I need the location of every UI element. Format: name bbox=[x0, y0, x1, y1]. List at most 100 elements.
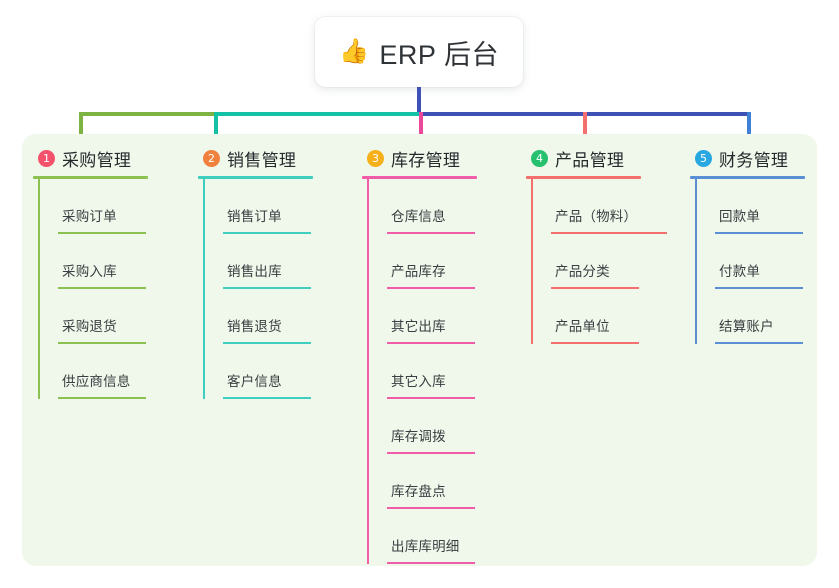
branch-item-underline bbox=[223, 287, 311, 289]
branch-item-label: 销售出库 bbox=[227, 264, 282, 279]
branch-title-2: 销售管理 bbox=[227, 150, 297, 170]
branch-items-5: 回款单付款单结算账户 bbox=[695, 179, 839, 344]
branch-item-underline bbox=[387, 232, 475, 234]
connector-bar-mid bbox=[214, 112, 419, 116]
branch-item[interactable]: 供应商信息 bbox=[58, 344, 198, 399]
branch-item-label: 采购退货 bbox=[62, 319, 117, 334]
branch-items-2: 销售订单销售出库销售退货客户信息 bbox=[203, 179, 363, 399]
branch-item-label: 产品分类 bbox=[555, 264, 610, 279]
branch-item[interactable]: 付款单 bbox=[715, 234, 839, 289]
branch-badge-4: 4 bbox=[531, 149, 548, 167]
branch-underline-3 bbox=[362, 176, 477, 179]
branch-item-label: 库存盘点 bbox=[391, 484, 446, 499]
branch-underline-5 bbox=[690, 176, 805, 179]
branch-item-underline bbox=[715, 287, 803, 289]
branch-item[interactable]: 产品分类 bbox=[551, 234, 691, 289]
branch-spine-1 bbox=[38, 179, 40, 399]
connector-drop-5 bbox=[747, 112, 751, 138]
branch-item-underline bbox=[387, 342, 475, 344]
branch-item-label: 采购订单 bbox=[62, 209, 117, 224]
branch-column-5: 5 财务管理回款单付款单结算账户 bbox=[690, 145, 839, 344]
branch-item-underline bbox=[551, 287, 639, 289]
branch-item-label: 库存调拨 bbox=[391, 429, 446, 444]
branch-item[interactable]: 仓库信息 bbox=[387, 179, 527, 234]
branch-column-1: 1 采购管理采购订单采购入库采购退货供应商信息 bbox=[33, 145, 198, 399]
branch-item-label: 客户信息 bbox=[227, 374, 282, 389]
branch-item-underline bbox=[387, 397, 475, 399]
branch-item-label: 销售退货 bbox=[227, 319, 282, 334]
branch-item-underline bbox=[551, 342, 639, 344]
branch-item-underline bbox=[58, 342, 146, 344]
branch-item-underline bbox=[715, 232, 803, 234]
branch-item[interactable]: 销售退货 bbox=[223, 289, 363, 344]
branch-item-underline bbox=[387, 507, 475, 509]
branch-item-underline bbox=[58, 287, 146, 289]
branch-item-underline bbox=[58, 232, 146, 234]
branch-items-4: 产品（物料） 产品分类产品单位 bbox=[531, 179, 691, 344]
branch-item[interactable]: 结算账户 bbox=[715, 289, 839, 344]
branch-spine-2 bbox=[203, 179, 205, 399]
branch-item-underline bbox=[223, 232, 311, 234]
branch-header-4[interactable]: 4 产品管理 bbox=[526, 145, 691, 171]
branch-item[interactable]: 产品库存 bbox=[387, 234, 527, 289]
connector-drop-3 bbox=[419, 112, 423, 138]
branch-item[interactable]: 产品（物料） bbox=[551, 179, 691, 234]
branch-item[interactable]: 库存调拨 bbox=[387, 399, 527, 454]
branch-item-label: 产品（物料） bbox=[555, 209, 638, 224]
branch-title-1: 采购管理 bbox=[62, 150, 132, 170]
connector-trunk bbox=[417, 87, 421, 114]
branch-header-5[interactable]: 5 财务管理 bbox=[690, 145, 839, 171]
branch-title-5: 财务管理 bbox=[719, 150, 789, 170]
root-label: 👍 ERP 后台 bbox=[339, 33, 499, 72]
branch-item[interactable]: 产品单位 bbox=[551, 289, 691, 344]
branch-badge-1: 1 bbox=[38, 149, 55, 167]
branch-item-label: 其它入库 bbox=[391, 374, 446, 389]
branch-header-3[interactable]: 3 库存管理 bbox=[362, 145, 527, 171]
branch-underline-4 bbox=[526, 176, 641, 179]
branch-item[interactable]: 其它入库 bbox=[387, 344, 527, 399]
branch-underline-2 bbox=[198, 176, 313, 179]
branch-item[interactable]: 库存盘点 bbox=[387, 454, 527, 509]
branch-item-label: 供应商信息 bbox=[62, 374, 131, 389]
branch-item[interactable]: 回款单 bbox=[715, 179, 839, 234]
branch-item-label: 付款单 bbox=[719, 264, 761, 279]
connector-drop-2 bbox=[214, 112, 218, 138]
branch-item-label: 产品单位 bbox=[555, 319, 610, 334]
branch-badge-2: 2 bbox=[203, 149, 220, 167]
branch-header-2[interactable]: 2 销售管理 bbox=[198, 145, 363, 171]
branch-item-underline bbox=[223, 342, 311, 344]
branch-item[interactable]: 客户信息 bbox=[223, 344, 363, 399]
branch-item[interactable]: 采购退货 bbox=[58, 289, 198, 344]
branch-header-1[interactable]: 1 采购管理 bbox=[33, 145, 198, 171]
branch-badge-3: 3 bbox=[367, 149, 384, 167]
branch-item-label: 其它出库 bbox=[391, 319, 446, 334]
connector-drop-4 bbox=[583, 112, 587, 138]
branch-spine-5 bbox=[695, 179, 697, 344]
branch-item-underline bbox=[715, 342, 803, 344]
branch-item-underline bbox=[387, 287, 475, 289]
branch-item[interactable]: 采购订单 bbox=[58, 179, 198, 234]
branch-item-label: 产品库存 bbox=[391, 264, 446, 279]
connector-bar-left bbox=[79, 112, 214, 116]
branch-spine-3 bbox=[367, 179, 369, 564]
branch-item[interactable]: 采购入库 bbox=[58, 234, 198, 289]
branch-item[interactable]: 销售出库 bbox=[223, 234, 363, 289]
branch-item[interactable]: 出库库明细 bbox=[387, 509, 527, 564]
branch-item-label: 销售订单 bbox=[227, 209, 282, 224]
branch-title-4: 产品管理 bbox=[555, 150, 625, 170]
branch-spine-4 bbox=[531, 179, 533, 344]
branch-badge-5: 5 bbox=[695, 149, 712, 167]
root-node[interactable]: 👍 ERP 后台 bbox=[315, 17, 523, 87]
branch-item[interactable]: 其它出库 bbox=[387, 289, 527, 344]
branch-item[interactable]: 销售订单 bbox=[223, 179, 363, 234]
branch-underline-1 bbox=[33, 176, 148, 179]
branch-item-label: 结算账户 bbox=[719, 319, 774, 334]
branch-column-3: 3 库存管理仓库信息产品库存其它出库其它入库库存调拨库存盘点出库库明细 bbox=[362, 145, 527, 564]
branch-item-underline bbox=[387, 452, 475, 454]
branch-column-2: 2 销售管理销售订单销售出库销售退货客户信息 bbox=[198, 145, 363, 399]
branch-title-3: 库存管理 bbox=[391, 150, 461, 170]
branch-column-4: 4 产品管理产品（物料） 产品分类产品单位 bbox=[526, 145, 691, 344]
branch-item-label: 出库库明细 bbox=[391, 539, 460, 554]
branch-item-label: 仓库信息 bbox=[391, 209, 446, 224]
branch-item-underline bbox=[551, 232, 667, 234]
